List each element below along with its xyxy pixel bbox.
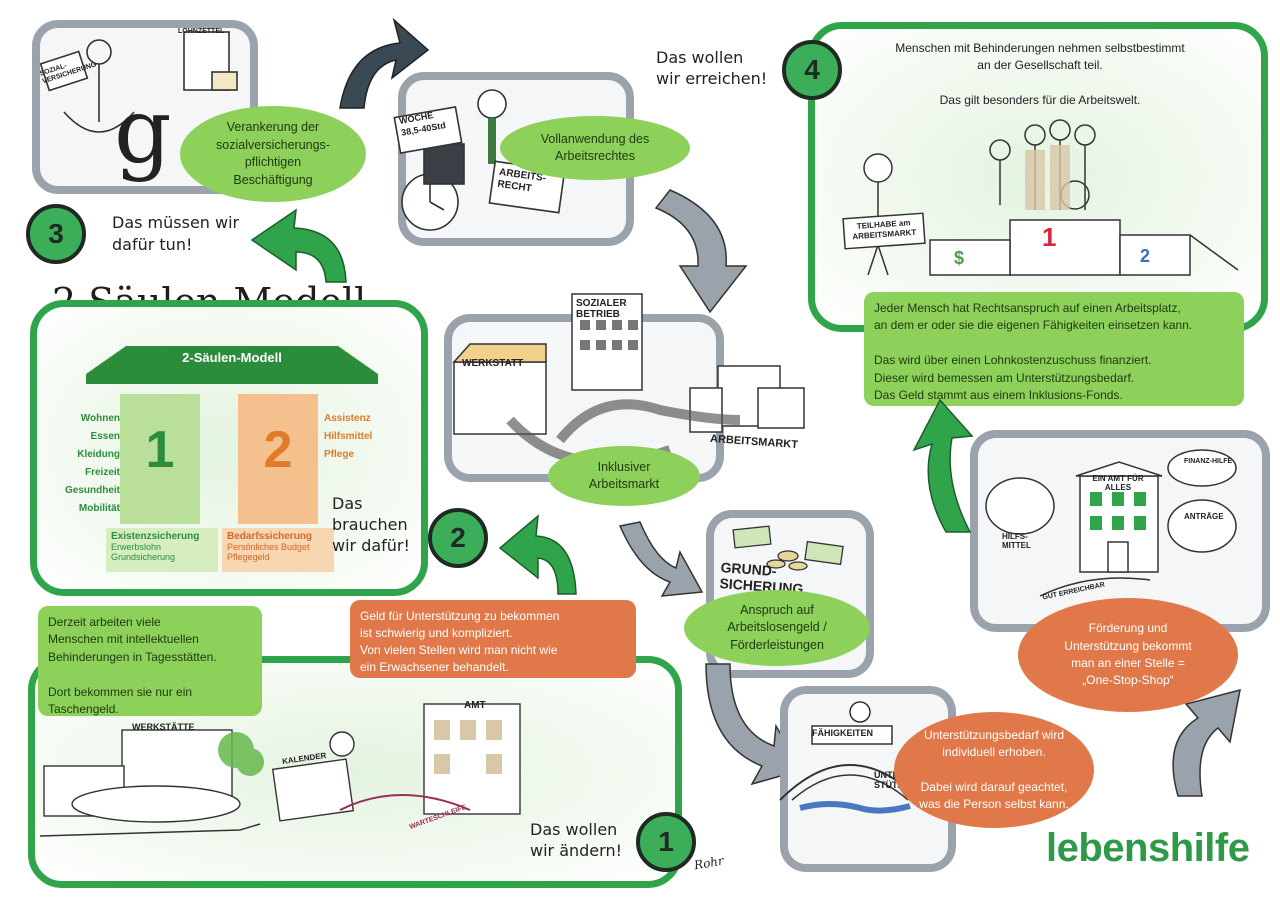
sketch-hilfs: HILFS- MITTEL — [1002, 532, 1031, 551]
base-1-title: Existenzsicherung — [111, 531, 200, 542]
step-1-badge: 1 — [636, 812, 696, 872]
arrow-down-gray — [654, 189, 748, 314]
pillar-1-number: 1 — [145, 421, 175, 479]
brand-logo: lebenshilfe — [1046, 826, 1250, 870]
anchor-ellipse: Verankerung der sozialversicherungs- pfl… — [180, 106, 366, 202]
sketch-werkstatt: WERKSTATT — [462, 358, 524, 369]
base-1-item-1: Erwerbslohn — [111, 542, 162, 552]
model-roof — [86, 346, 378, 386]
arrow-market-down — [618, 521, 704, 597]
sketch-amt-alles: EIN AMT FÜR ALLES — [1092, 474, 1144, 493]
one-stop-ellipse: Förderung und Unterstützung bekommt man … — [1018, 598, 1238, 712]
needs-ellipse: Unterstützungsbedarf wird individuell er… — [894, 712, 1094, 828]
sketch-faehig: FÄHIGKEITEN — [812, 728, 874, 738]
podium-label-2: 2 — [1140, 246, 1151, 266]
step-4-badge: 4 — [782, 40, 842, 100]
office-sketch — [985, 449, 1237, 597]
svg-text:g: g — [114, 79, 172, 184]
person-with-sign — [842, 153, 926, 276]
left-item-4: Freizeit — [84, 467, 120, 478]
sketch-antraege: ANTRÄGE — [1184, 512, 1224, 521]
difficulty-text: Geld für Unterstützung zu bekommen ist s… — [350, 600, 636, 678]
money-sketch — [732, 525, 844, 571]
bridge-sketch — [779, 701, 921, 814]
right-item-1: Assistenz — [324, 413, 371, 424]
sketch-lohn: LOHNZETTEL — [178, 28, 225, 35]
podium-label-1: 1 — [1042, 222, 1057, 252]
pillar-2-number: 2 — [263, 421, 293, 479]
pillar-2 — [238, 394, 318, 524]
labour-law-ellipse: Vollanwendung des Arbeitsrechtes — [500, 116, 690, 180]
base-1-item-2: Grundsicherung — [111, 552, 176, 562]
sketch-sozialer: SOZIALER BETRIEB — [576, 298, 627, 320]
left-items: Wohnen Essen Kleidung Freizeit Gesundhei… — [52, 410, 120, 518]
base-2-title: Bedarfssicherung — [227, 531, 313, 542]
podium-label-3: $ — [954, 248, 965, 268]
step-4-caption: Das wollen wir erreichen! — [656, 48, 768, 88]
model-roof-label: 2-Säulen-Modell — [182, 350, 282, 365]
current-situation-text: Derzeit arbeiten viele Menschen mit inte… — [38, 606, 262, 716]
step-2-badge: 2 — [428, 508, 488, 568]
right-items: Assistenz Hilfsmittel Pflege — [324, 410, 394, 464]
arrow-left-green — [250, 208, 347, 283]
base-2-item-1: Persönliches Budget — [227, 542, 310, 552]
pillar-1 — [120, 394, 200, 524]
step-3-caption: Das müssen wir dafür tun! — [112, 213, 240, 254]
right-to-work-box: Jeder Mensch hat Rechtsanspruch auf eine… — [864, 292, 1244, 406]
right-item-3: Pflege — [324, 449, 355, 460]
goal-text: Menschen mit Behinderungen nehmen selbst… — [895, 41, 1185, 108]
step-1-caption: Das wollen wir ändern! — [530, 820, 622, 860]
arrow-step2-green — [498, 514, 577, 595]
arrow-up-gray — [1172, 688, 1241, 797]
right-item-2: Hilfsmittel — [324, 431, 373, 442]
step-2-caption: Das brauchen wir dafür! — [332, 494, 410, 555]
arrow-up-green — [912, 398, 974, 533]
base-2-item-2: Pflegegeld — [227, 552, 270, 562]
step-3-badge: 3 — [26, 204, 86, 264]
left-item-5: Gesundheit — [64, 485, 120, 496]
sketch-finanz: FINANZ-HILFE — [1184, 458, 1233, 465]
left-item-1: Wohnen — [80, 413, 120, 424]
sketch-werkstaette: WERKSTÄTTE — [132, 722, 195, 732]
base-2: Bedarfssicherung Persönliches Budget Pfl… — [222, 528, 334, 572]
sketch-amt: AMT — [464, 700, 486, 711]
base-1: Existenzsicherung Erwerbslohn Grundsiche… — [106, 528, 218, 572]
basic-income-ellipse: Anspruch auf Arbeitslosengeld / Förderle… — [684, 590, 870, 666]
left-item-3: Kleidung — [77, 449, 120, 460]
left-item-6: Mobilität — [78, 503, 120, 514]
podium-sketch — [929, 119, 1239, 276]
signature: Rohr — [693, 853, 725, 873]
market-ellipse: Inklusiver Arbeitsmarkt — [548, 446, 700, 506]
arrow-up-right — [339, 17, 430, 109]
anchor-sketch: g — [39, 31, 238, 184]
left-item-2: Essen — [90, 431, 120, 442]
current-sketch — [39, 703, 521, 837]
